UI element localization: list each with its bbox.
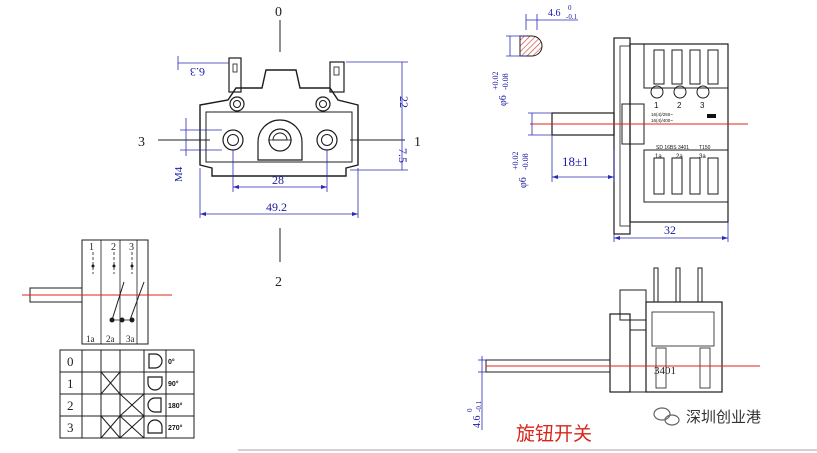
position-1-label: 1 <box>414 135 421 150</box>
svg-text:3: 3 <box>700 101 705 110</box>
terminal-3-circle <box>696 85 710 99</box>
svg-text:3a: 3a <box>126 334 135 344</box>
caption-rotary-switch: 旋钮开关 <box>516 423 592 445</box>
side-view: 4.6 0 -0.1 φ6 +0.02 -0.08 <box>491 4 748 242</box>
contact-closed-mark <box>119 415 145 439</box>
dim-6-3: 6.3 <box>190 65 205 79</box>
shaft-orientation-icon <box>148 353 163 369</box>
truth-table-angle: 180° <box>168 402 183 410</box>
svg-text:2: 2 <box>677 101 682 110</box>
svg-text:-0.08: -0.08 <box>521 153 530 170</box>
svg-text:-0.08: -0.08 <box>501 73 510 90</box>
shaft-orientation-icon <box>147 419 163 434</box>
svg-text:1: 1 <box>89 242 94 253</box>
dim-32: 32 <box>664 223 676 237</box>
mount-hole-left <box>229 96 245 112</box>
screw-terminal-right <box>316 129 338 151</box>
temp-text: T150 <box>699 145 711 151</box>
bottom-flange <box>619 289 647 321</box>
truth-table-position: 1 <box>67 376 74 391</box>
dim-28: 28 <box>272 173 284 187</box>
svg-text:1a: 1a <box>86 334 95 344</box>
dim-phi6-b: φ6 <box>518 177 529 188</box>
svg-text:-0.1: -0.1 <box>475 400 483 412</box>
position-2-label: 2 <box>275 275 282 290</box>
dim-phi6-a: φ6 <box>498 95 509 106</box>
model-text: SD 16BS 3401 <box>656 145 689 151</box>
svg-text:1: 1 <box>654 101 659 110</box>
svg-text:+0.02: +0.02 <box>491 71 500 90</box>
svg-text:2: 2 <box>111 242 116 253</box>
svg-text:2a: 2a <box>106 334 115 344</box>
svg-text:-0.1: -0.1 <box>566 13 578 21</box>
dim-18: 18±1 <box>562 154 589 169</box>
section-dim-4-6: 4.6 <box>548 8 561 19</box>
position-3-label: 3 <box>138 135 145 150</box>
dim-22: 22 <box>397 96 411 108</box>
wechat-icon <box>653 407 680 426</box>
truth-table-angle: 0° <box>168 358 175 366</box>
svg-text:3a: 3a <box>699 154 706 160</box>
truth-table-position: 3 <box>67 420 74 435</box>
svg-text:0: 0 <box>568 4 572 12</box>
position-0-label: 0 <box>275 5 282 20</box>
truth-table: 0 0° 1 90° 2 180° 3 270° <box>59 349 195 439</box>
contact-closed-mark <box>100 371 121 395</box>
shaft-orientation-icon <box>147 376 163 391</box>
screw-terminal-left <box>222 129 244 151</box>
dim-bottom-4-6: 4.6 <box>472 416 483 429</box>
truth-table-angle: 90° <box>168 380 179 388</box>
svg-text:3: 3 <box>129 242 134 253</box>
switch-housing <box>629 43 729 223</box>
contact-closed-mark <box>119 393 145 417</box>
part-code: 3401 <box>654 365 676 377</box>
dim-m4: M4 <box>173 166 185 182</box>
right-tab-terminal <box>329 61 345 93</box>
terminal-1-circle <box>650 85 664 99</box>
rating-text-2: 16(4)/400~ <box>651 118 673 123</box>
shaft-section-hatched <box>519 35 543 57</box>
dim-49-2: 49.2 <box>266 200 287 214</box>
ce-mark-icon <box>707 114 716 118</box>
inner-frame <box>205 111 353 163</box>
watermark: 深圳创业港 <box>686 408 761 426</box>
front-view: 0 3 1 2 6.3 22 <box>138 5 421 290</box>
contact-closed-mark <box>100 415 121 439</box>
shaft-hub <box>257 119 303 161</box>
svg-text:1a: 1a <box>655 154 662 160</box>
bottom-housing <box>645 301 723 393</box>
svg-text:+0.02: +0.02 <box>511 151 520 170</box>
contact-schematic: 1 2 3 1a 2a 3a <box>22 239 172 345</box>
switch-body-outline <box>199 69 359 177</box>
truth-table-position: 2 <box>67 398 74 413</box>
left-tab-terminal <box>228 57 242 93</box>
svg-text:2a: 2a <box>676 154 683 160</box>
dim-7-5: 7.5 <box>396 148 410 163</box>
terminal-2-circle <box>673 85 687 99</box>
bottom-view: 3401 4.6 0 -0.1 <box>466 267 760 430</box>
mount-hole-right <box>315 96 331 112</box>
shaft-orientation-icon <box>147 397 162 413</box>
svg-text:0: 0 <box>466 408 474 412</box>
truth-table-angle: 270° <box>168 424 183 432</box>
truth-table-position: 0 <box>67 354 74 369</box>
rating-text-1: 16(4)/250~ <box>651 112 673 117</box>
